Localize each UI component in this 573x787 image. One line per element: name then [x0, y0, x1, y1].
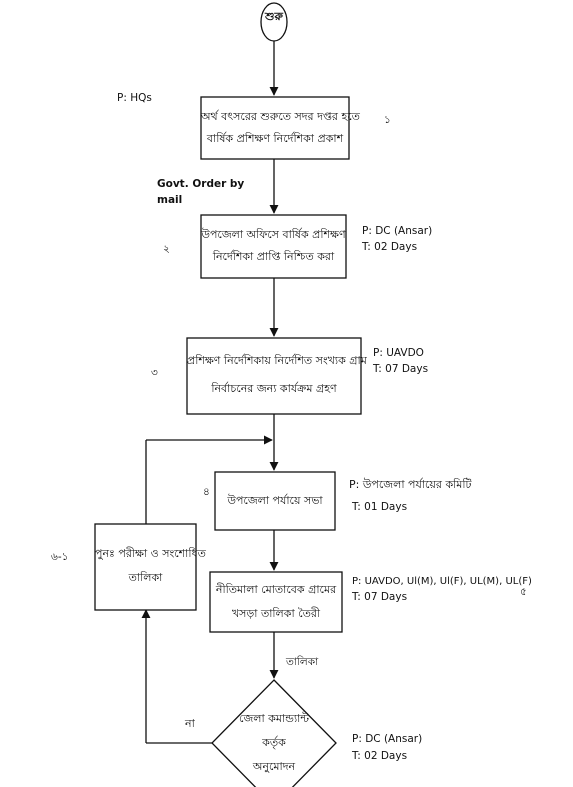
- govt-order-line-2: mail: [157, 194, 183, 206]
- step-4-time: T: 01 Days: [352, 501, 408, 513]
- step-2-line-2: নির্দেশিকা প্রাপ্তি নিশ্চিত করা: [212, 250, 335, 263]
- step-5-number: ৫: [520, 586, 527, 598]
- step-4-person: P: উপজেলা পর্যায়ের কমিটি: [349, 478, 472, 491]
- govt-order-line-1: Govt. Order by: [157, 178, 245, 190]
- start-label: শুরু: [265, 10, 283, 23]
- step-3-line-1: প্রশিক্ষণ নির্দেশিকায় নির্দেশিত সংখ্যক …: [187, 354, 367, 367]
- step-4-number: ৪: [203, 486, 210, 498]
- recheck-box: [94, 523, 197, 611]
- step-3-box: [186, 337, 362, 415]
- step-1-line-2: বার্ষিক প্রশিক্ষণ নির্দেশিকা প্রকাশ: [206, 132, 344, 145]
- decision-line-3: অনুমোদন: [252, 760, 296, 773]
- list-edge-label: তালিকা: [286, 656, 319, 668]
- step-3-line-2: নির্বাচনের জন্য কার্যক্রম গ্রহণ: [211, 382, 337, 395]
- step-2-number: ২: [163, 243, 170, 255]
- decision-person: P: DC (Ansar): [352, 733, 423, 745]
- step-2-box: [200, 214, 347, 279]
- decision-time: T: 02 Days: [352, 750, 408, 762]
- decision-line-1: জেলা কমান্ড্যান্ট: [239, 712, 309, 725]
- step-2-time: T: 02 Days: [362, 241, 418, 253]
- step-5-person: P: UAVDO, Ul(M), Ul(F), UL(M), UL(F): [352, 576, 532, 587]
- step-1-box: [200, 96, 350, 160]
- recheck-line-2: তালিকা: [128, 571, 163, 584]
- step-4-box: [214, 471, 336, 531]
- step-4-line-1: উপজেলা পর্যায়ে সভা: [227, 494, 323, 507]
- step-1-line-1: অর্থ বৎসরের শুরুতে সদর দপ্তর হতে: [201, 110, 360, 123]
- step-3-person: P: UAVDO: [373, 347, 424, 359]
- recheck-number: ৬-১: [51, 551, 69, 563]
- step-3-time: T: 07 Days: [373, 363, 429, 375]
- step-5-box: [209, 571, 343, 633]
- step-5-line-2: খসড়া তালিকা তৈরী: [231, 607, 321, 620]
- step-5-time: T: 07 Days: [352, 591, 408, 603]
- decision-no-label: না: [185, 717, 195, 730]
- step-1-number: ১: [384, 114, 391, 126]
- decision-diamond: [211, 679, 337, 787]
- decision-line-2: কর্তৃক: [262, 736, 286, 749]
- step-1-person: P: HQs: [117, 92, 152, 104]
- recheck-line-1: পুনঃ পরীক্ষা ও সংশোধিত: [95, 547, 206, 560]
- step-2-line-1: উপজেলা অফিসে বার্ষিক প্রশিক্ষণ: [201, 228, 346, 241]
- step-5-line-1: নীতিমালা মোতাবেক গ্রামের: [215, 583, 337, 596]
- step-2-person: P: DC (Ansar): [362, 225, 433, 237]
- step-3-number: ৩: [151, 367, 158, 379]
